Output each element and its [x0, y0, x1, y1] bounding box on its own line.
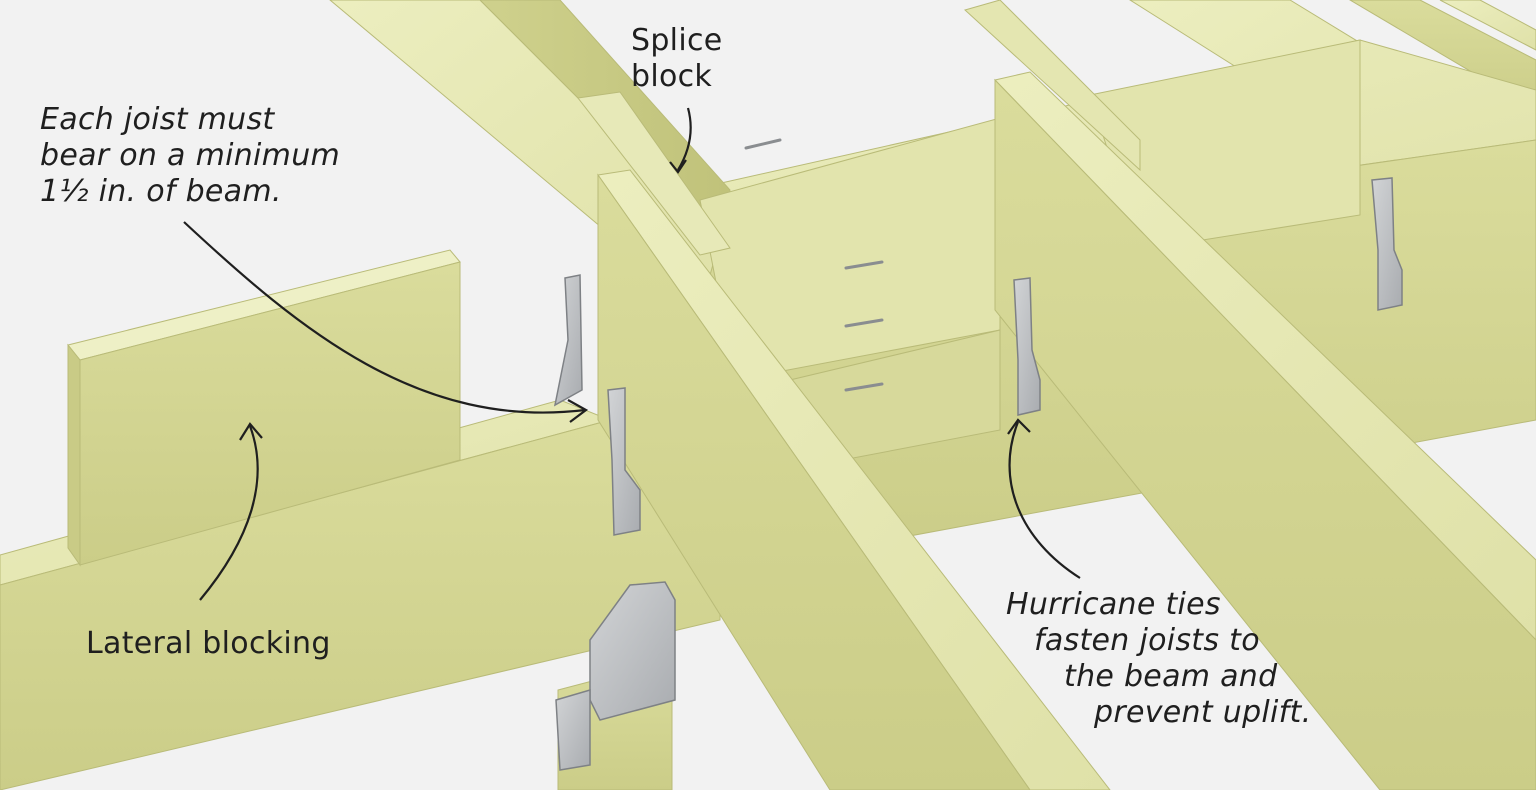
joist-bearing-line-2: bear on a minimum [40, 138, 341, 173]
splice-block-line-1: Splice [631, 23, 723, 58]
hurricane-ties-line-3: the beam and [1064, 659, 1278, 694]
splice-block-label: Splice block [631, 23, 723, 95]
joist-right [964, 0, 1536, 790]
splice-block-1 [699, 39, 1361, 471]
hurricane-ties-line-2: fasten joists to [1034, 623, 1260, 658]
hurricane-ties-label: Hurricane ties fasten joists to the beam… [1006, 587, 1311, 731]
joist-front-main [577, 91, 1111, 790]
lateral-blocking-board [67, 249, 461, 567]
hurricane-ties [553, 177, 1403, 536]
joist-bearing-line-3: 1½ in. of beam. [40, 174, 282, 209]
leader-lines [183, 107, 1081, 601]
joist-bearing-line-1: Each joist must [40, 102, 275, 137]
splice-block-line-2: block [631, 59, 713, 94]
lateral-blocking-label: Lateral blocking [86, 626, 331, 661]
post-cap [555, 581, 676, 771]
hurricane-ties-line-1: Hurricane ties [1006, 587, 1221, 622]
nails [744, 138, 884, 392]
hurricane-ties-line-4: prevent uplift. [1094, 695, 1312, 730]
joist-bearing-label: Each joist must bear on a minimum 1½ in.… [40, 102, 340, 210]
